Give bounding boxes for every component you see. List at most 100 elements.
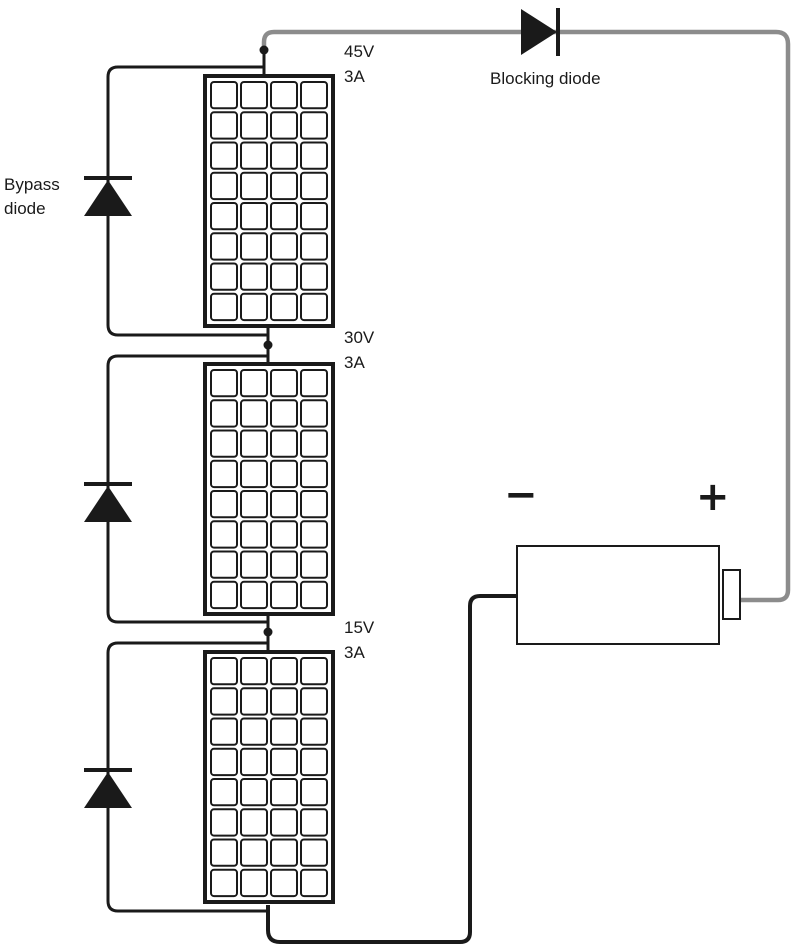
solar-cell bbox=[241, 400, 267, 426]
solar-cell bbox=[241, 370, 267, 396]
solar-cell bbox=[271, 491, 297, 517]
junction-dot-lower bbox=[264, 628, 273, 637]
solar-cell bbox=[211, 461, 237, 487]
solar-cell bbox=[211, 370, 237, 396]
solar-cell bbox=[301, 112, 327, 138]
solar-cell bbox=[241, 521, 267, 547]
solar-cell bbox=[241, 294, 267, 320]
solar-cell bbox=[241, 491, 267, 517]
solar-cell bbox=[211, 719, 237, 745]
panel-voltage-label: 45V bbox=[344, 42, 375, 61]
solar-cell bbox=[211, 143, 237, 169]
solar-cell bbox=[301, 582, 327, 608]
solar-cell bbox=[301, 431, 327, 457]
solar-cell bbox=[271, 82, 297, 108]
solar-cell bbox=[271, 870, 297, 896]
solar-cell bbox=[271, 173, 297, 199]
panel-voltage-label: 30V bbox=[344, 328, 375, 347]
solar-cell bbox=[211, 552, 237, 578]
solar-cell bbox=[241, 840, 267, 866]
solar-cell bbox=[241, 233, 267, 259]
solar-cell bbox=[301, 688, 327, 714]
solar-cell bbox=[301, 658, 327, 684]
solar-cell bbox=[211, 203, 237, 229]
solar-cell bbox=[241, 870, 267, 896]
solar-cell bbox=[211, 431, 237, 457]
solar-cell bbox=[241, 688, 267, 714]
blocking-diode-icon bbox=[521, 8, 558, 56]
panel-current-label: 3A bbox=[344, 353, 365, 372]
solar-cell bbox=[241, 264, 267, 290]
solar-cell bbox=[271, 749, 297, 775]
solar-panel-middle bbox=[205, 364, 333, 614]
solar-cell bbox=[271, 431, 297, 457]
solar-cell bbox=[271, 370, 297, 396]
solar-cell bbox=[271, 461, 297, 487]
solar-cell bbox=[301, 870, 327, 896]
blocking-diode-label: Blocking diode bbox=[490, 69, 601, 88]
solar-cell bbox=[301, 370, 327, 396]
solar-cell bbox=[211, 658, 237, 684]
solar-cell bbox=[241, 749, 267, 775]
solar-cell bbox=[241, 809, 267, 835]
solar-cell bbox=[211, 82, 237, 108]
solar-cell bbox=[271, 233, 297, 259]
solar-cell bbox=[271, 264, 297, 290]
solar-cell bbox=[211, 173, 237, 199]
solar-panel-bottom bbox=[205, 652, 333, 902]
panel-current-label: 3A bbox=[344, 67, 365, 86]
solar-cell bbox=[241, 173, 267, 199]
battery-terminal bbox=[723, 570, 740, 619]
solar-cell bbox=[301, 491, 327, 517]
solar-cell bbox=[211, 809, 237, 835]
solar-cell bbox=[301, 173, 327, 199]
solar-cell bbox=[301, 779, 327, 805]
solar-cell bbox=[211, 779, 237, 805]
bypass-diode-label-line1: Bypass bbox=[4, 175, 60, 194]
solar-cell bbox=[211, 294, 237, 320]
solar-cell bbox=[301, 400, 327, 426]
solar-cell bbox=[301, 294, 327, 320]
solar-cell bbox=[211, 233, 237, 259]
solar-cell bbox=[271, 582, 297, 608]
solar-cell bbox=[211, 491, 237, 517]
solar-cell bbox=[211, 521, 237, 547]
solar-cell bbox=[241, 719, 267, 745]
solar-cell bbox=[241, 431, 267, 457]
solar-cell bbox=[301, 203, 327, 229]
battery-icon bbox=[517, 546, 719, 644]
solar-cell bbox=[301, 552, 327, 578]
solar-cell bbox=[211, 840, 237, 866]
solar-cell bbox=[271, 112, 297, 138]
solar-cell bbox=[301, 749, 327, 775]
solar-cell bbox=[271, 400, 297, 426]
solar-panel-top bbox=[205, 76, 333, 326]
solar-cell bbox=[211, 870, 237, 896]
solar-cell bbox=[271, 840, 297, 866]
solar-cell bbox=[301, 264, 327, 290]
panel-voltage-label: 15V bbox=[344, 618, 375, 637]
solar-cell bbox=[241, 461, 267, 487]
solar-cell bbox=[241, 658, 267, 684]
solar-cell bbox=[301, 809, 327, 835]
solar-cell bbox=[271, 658, 297, 684]
solar-cell bbox=[301, 143, 327, 169]
solar-cell bbox=[271, 719, 297, 745]
solar-cell bbox=[211, 112, 237, 138]
solar-cell bbox=[241, 203, 267, 229]
solar-cell bbox=[301, 82, 327, 108]
solar-cell bbox=[211, 582, 237, 608]
solar-cell bbox=[271, 521, 297, 547]
solar-cell bbox=[271, 143, 297, 169]
solar-cell bbox=[271, 203, 297, 229]
solar-cell bbox=[301, 521, 327, 547]
bypass-diode-icon bbox=[84, 770, 132, 808]
solar-cell bbox=[301, 233, 327, 259]
junction-dot-top bbox=[260, 46, 269, 55]
bypass-diode-label-line2: diode bbox=[4, 199, 46, 218]
bypass-diode-icon bbox=[84, 178, 132, 216]
bypass-diode-icon bbox=[84, 484, 132, 522]
solar-cell bbox=[241, 82, 267, 108]
solar-cell bbox=[241, 143, 267, 169]
